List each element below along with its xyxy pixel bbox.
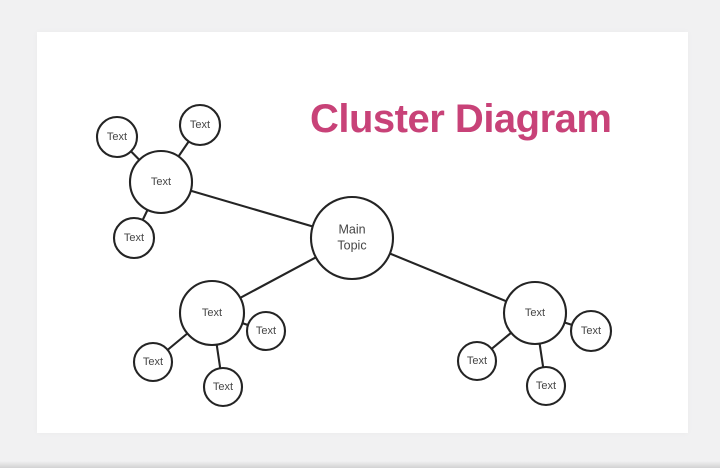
node-circle-sat-right-left	[456, 340, 498, 382]
node-circle-sat-upper-left-left	[95, 115, 139, 159]
node-circle-sat-right-bottom	[525, 365, 567, 407]
node-circle-main-topic	[309, 195, 395, 281]
node-circle-hub-lower-left	[178, 279, 246, 347]
node-circle-sat-right-right	[569, 309, 613, 353]
node-circle-hub-upper-left	[128, 149, 194, 215]
node-circle-sat-lower-left-left	[132, 341, 174, 383]
node-circle-hub-right	[502, 280, 568, 346]
page-title: Cluster Diagram	[310, 97, 612, 141]
node-circle-sat-lower-left-bottom	[202, 366, 244, 408]
node-circle-sat-upper-left-top	[178, 103, 222, 147]
node-circle-sat-lower-left-right	[245, 310, 287, 352]
node-circle-sat-upper-left-bottom	[112, 216, 156, 260]
